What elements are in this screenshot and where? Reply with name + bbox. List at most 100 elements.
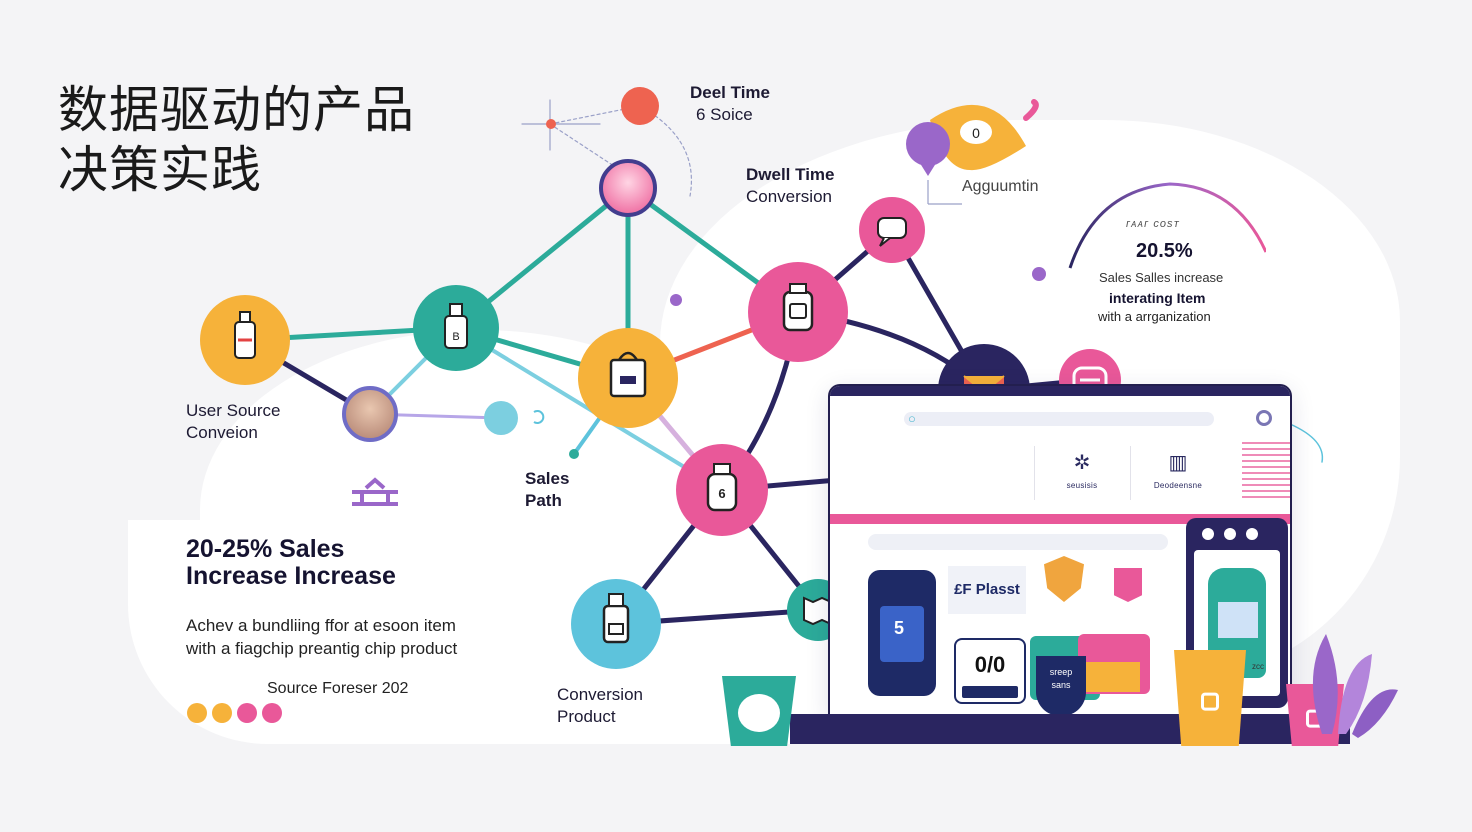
coral-dot-top: [621, 87, 659, 125]
dot-3[interactable]: [237, 703, 257, 723]
phone-image: [1218, 602, 1258, 638]
search-icon[interactable]: ○: [908, 411, 916, 426]
page-title: 数据驱动的产品 决策实践: [58, 80, 415, 200]
label-sales-path: Sales Path: [525, 468, 569, 512]
browser-pink-bar: [830, 514, 1290, 524]
dot-2[interactable]: [212, 703, 232, 723]
callout-line3: with a arrganization: [1098, 309, 1211, 324]
product-dark-bottle[interactable]: 5: [868, 570, 936, 696]
label-user-source: User Source Conveion: [186, 400, 280, 444]
label-conversion-line2: Product: [557, 707, 616, 726]
shopping-bag-text2: sans: [1051, 680, 1071, 690]
counter-widget[interactable]: 0/0: [954, 638, 1026, 704]
dot-1[interactable]: [187, 703, 207, 723]
bird-icon: [352, 477, 398, 506]
category-tile-1[interactable]: ✲ seusisis: [1034, 446, 1129, 500]
stat-callout: ᴦᴀᴀᴦ ᴄᴏsᴛ 20.5% Sales Salles increase in…: [1066, 182, 1266, 328]
stat-headline-line2: Increase Increase: [186, 562, 396, 590]
category-tile-2-label: Deodeensne: [1153, 481, 1203, 490]
stripe-decoration: [1242, 442, 1290, 502]
node-bag[interactable]: [578, 328, 678, 428]
ray-1: [549, 105, 641, 125]
lightblue-dot: [484, 401, 518, 435]
ray-7: [1289, 423, 1324, 463]
phone-mockup: ᴢᴄᴄ: [1186, 518, 1288, 708]
browser-top-bar: [830, 386, 1290, 396]
shopping-bag-icon[interactable]: sreep sans: [1036, 656, 1086, 716]
callout-arc: [1068, 182, 1266, 269]
map-icon: [803, 596, 832, 626]
callout-line2: interating Item: [1109, 290, 1206, 306]
svg-text:B: B: [452, 331, 459, 343]
browser-filter-bar[interactable]: [868, 534, 1168, 550]
label-conversion-line1: Conversion: [557, 685, 643, 704]
label-dwell-line1: Dwell Time: [746, 165, 835, 184]
stat-headline: 20-25% Sales Increase Increase: [186, 536, 396, 590]
label-user-source-line1: User Source: [186, 401, 281, 420]
leaves-icon: [1312, 634, 1398, 738]
category-tile-1-label: seusisis: [1066, 481, 1098, 490]
phone-bottle: [1208, 568, 1266, 678]
shopping-bag-text1: sreep: [1049, 667, 1073, 677]
source-note: Source Foreser 202: [267, 680, 409, 697]
pagination-dots: [187, 703, 282, 723]
bag-icon: [609, 351, 647, 398]
product-dark-number: 5: [894, 618, 905, 638]
counter-value: 0/0: [974, 652, 1006, 677]
node-bottle[interactable]: [200, 295, 290, 385]
pink-tag: [1114, 568, 1142, 602]
label-sales-path-line1: Sales: [525, 469, 570, 488]
category-tile-2[interactable]: ▥ Deodeensne: [1130, 446, 1225, 500]
stat-headline-line1: 20-25% Sales: [186, 535, 345, 563]
node-jar[interactable]: 6: [676, 444, 768, 536]
phone-small-text: ᴢᴄᴄ: [1252, 662, 1264, 671]
page-title-line1: 数据驱动的产品: [58, 81, 415, 139]
search-input[interactable]: [904, 412, 1214, 426]
page-title-line2: 决策实践: [58, 141, 262, 199]
label-user-source-line2: Conveion: [186, 423, 258, 442]
counter-bar: [962, 686, 1018, 698]
node-pouch[interactable]: [748, 262, 848, 362]
node-chat[interactable]: [859, 197, 925, 263]
label-deel-time-line2: 6 Soice: [696, 105, 753, 124]
purple-dot-mid: [670, 294, 682, 306]
shield-badge: [1044, 556, 1084, 602]
ray-2: [549, 123, 621, 171]
label-conversion-product: Conversion Product: [557, 684, 643, 728]
label-deel-time-line1: Deel Time: [690, 83, 771, 102]
orange-cup: [1174, 650, 1246, 746]
pouch-icon: [782, 283, 814, 332]
label-sales-path-line2: Path: [525, 491, 562, 510]
laptop-base: [790, 714, 1350, 744]
dot-4[interactable]: [262, 703, 282, 723]
teal-dot-path: [569, 449, 579, 459]
node-product[interactable]: [571, 579, 661, 669]
node-spray[interactable]: B: [413, 285, 499, 371]
small-arc-icon: [533, 410, 545, 424]
teal-cup: [722, 676, 796, 746]
node-left-sphere[interactable]: [342, 386, 398, 442]
spray-bottle-icon: B: [444, 303, 468, 349]
svg-text:0: 0: [972, 125, 980, 141]
jar-icon: 6: [706, 463, 738, 512]
label-dwell-line2: Conversion: [746, 187, 832, 206]
location-pin-icon: 0: [906, 99, 1039, 176]
profile-icon[interactable]: [1256, 410, 1272, 426]
callout-line1: Sales Salles increase: [1099, 270, 1224, 285]
svg-text:6: 6: [718, 486, 725, 501]
label-deel-time: Deel Time 6 Soice: [690, 82, 770, 126]
callout-caption: ᴦᴀᴀᴦ ᴄᴏsᴛ: [1126, 218, 1181, 230]
coral-dot-small: [546, 119, 556, 129]
phone-dots: [1202, 528, 1258, 540]
stat-description: Achev a bundliing ffor at esoon item wit…: [186, 614, 457, 660]
stat-desc-line2: with a fiagchip preantig chip product: [186, 639, 458, 658]
stat-desc-line1: Achev a bundliing ffor at esoon item: [186, 616, 456, 635]
yellow-box: [1084, 662, 1140, 692]
bottle-icon: [234, 311, 256, 359]
plus-label[interactable]: £F Plasst: [948, 566, 1026, 614]
node-top-sphere[interactable]: [599, 159, 657, 217]
chat-icon: [877, 217, 907, 247]
virus-icon: ✲: [1073, 452, 1091, 474]
orange-cup-emblem: [1201, 692, 1219, 711]
label-dwell-time: Dwell Time Conversion: [746, 164, 835, 208]
